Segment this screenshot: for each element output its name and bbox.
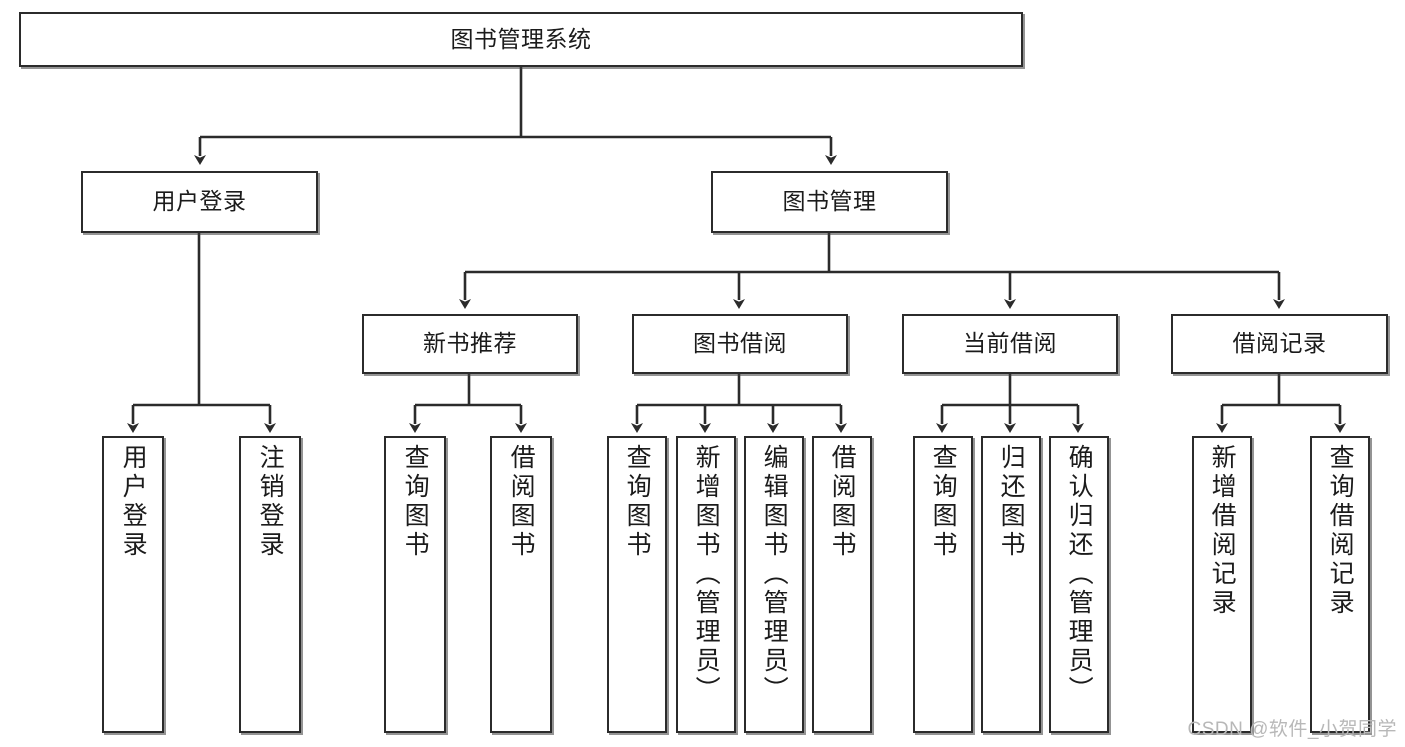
node-borrow-record[interactable]: 借阅记录 — [1171, 314, 1388, 374]
node-label: 查询图书 — [929, 444, 958, 560]
node-label: 用户登录 — [119, 444, 148, 560]
node-book-manage[interactable]: 图书管理 — [711, 171, 948, 233]
leaf-add-book[interactable]: 新增图书（管理员） — [676, 436, 736, 733]
node-label: 借阅图书 — [828, 444, 857, 560]
leaf-edit-book[interactable]: 编辑图书（管理员） — [744, 436, 804, 733]
node-label: 查询借阅记录 — [1326, 444, 1355, 618]
leaf-return-book[interactable]: 归还图书 — [981, 436, 1041, 733]
leaf-borrow-book-1[interactable]: 借阅图书 — [490, 436, 552, 733]
leaf-user-login[interactable]: 用户登录 — [102, 436, 164, 733]
node-label: 编辑图书（管理员） — [760, 444, 789, 705]
node-label: 图书管理系统 — [450, 25, 592, 52]
csdn-watermark: CSDN @软件_小贺同学 — [1187, 719, 1397, 740]
node-label: 用户登录 — [152, 188, 247, 215]
node-label: 查询图书 — [623, 444, 652, 560]
node-label: 借阅记录 — [1232, 330, 1327, 357]
node-user-login[interactable]: 用户登录 — [81, 171, 318, 233]
node-book-borrow[interactable]: 图书借阅 — [632, 314, 848, 374]
node-label: 新书推荐 — [423, 330, 517, 357]
leaf-borrow-book-2[interactable]: 借阅图书 — [812, 436, 872, 733]
node-label: 新增借阅记录 — [1208, 444, 1237, 618]
leaf-logout-login[interactable]: 注销登录 — [239, 436, 301, 733]
node-root-system[interactable]: 图书管理系统 — [19, 12, 1023, 67]
node-label: 图书借阅 — [693, 330, 787, 357]
leaf-query-book-1[interactable]: 查询图书 — [384, 436, 446, 733]
leaf-query-book-2[interactable]: 查询图书 — [607, 436, 667, 733]
leaf-query-record[interactable]: 查询借阅记录 — [1310, 436, 1370, 733]
leaf-query-book-3[interactable]: 查询图书 — [913, 436, 973, 733]
node-label: 确认归还（管理员） — [1065, 444, 1094, 705]
node-current-borrow[interactable]: 当前借阅 — [902, 314, 1118, 374]
node-label: 借阅图书 — [507, 444, 536, 560]
node-new-book-recommend[interactable]: 新书推荐 — [362, 314, 578, 374]
node-label: 当前借阅 — [963, 330, 1057, 357]
leaf-confirm-return[interactable]: 确认归还（管理员） — [1049, 436, 1109, 733]
node-label: 图书管理 — [782, 188, 877, 215]
node-label: 查询图书 — [401, 444, 430, 560]
node-label: 归还图书 — [997, 444, 1026, 560]
leaf-add-record[interactable]: 新增借阅记录 — [1192, 436, 1252, 733]
node-label: 注销登录 — [256, 444, 285, 560]
node-label: 新增图书（管理员） — [692, 444, 721, 705]
